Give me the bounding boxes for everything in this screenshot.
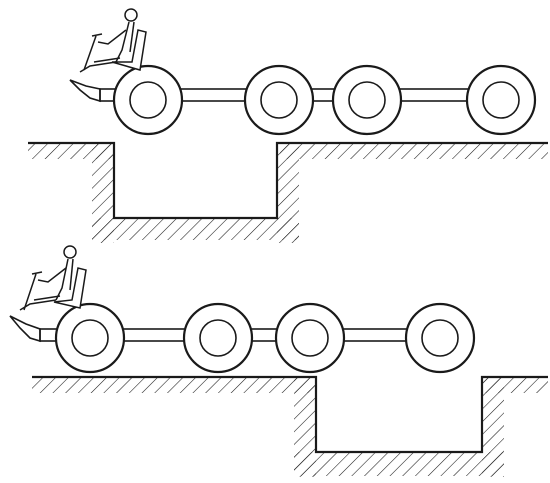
ground-hatch-left	[32, 377, 316, 393]
wheel	[331, 64, 403, 136]
wheel	[243, 64, 315, 136]
wheel	[404, 302, 476, 374]
driver-figure-bottom	[19, 245, 87, 311]
wheel	[54, 302, 126, 374]
ground-bottom	[32, 375, 548, 477]
front-nose-top	[69, 79, 101, 103]
wheel	[465, 64, 537, 136]
ground-profile-top	[28, 141, 548, 220]
front-nose-bottom	[9, 315, 41, 343]
panel-bottom	[9, 245, 548, 477]
trench-floor-hatch	[92, 218, 299, 240]
wheels-top	[112, 64, 537, 136]
panel-top	[28, 8, 548, 243]
wheel	[112, 64, 184, 136]
ground-top	[28, 141, 548, 243]
wheel	[182, 302, 254, 374]
ground-profile-bottom	[32, 375, 548, 454]
wheels-bottom	[54, 302, 476, 374]
wheel	[274, 302, 346, 374]
trench-floor-hatch	[294, 452, 504, 476]
driver-figure-top	[79, 8, 147, 73]
ground-hatch-right	[280, 143, 548, 159]
